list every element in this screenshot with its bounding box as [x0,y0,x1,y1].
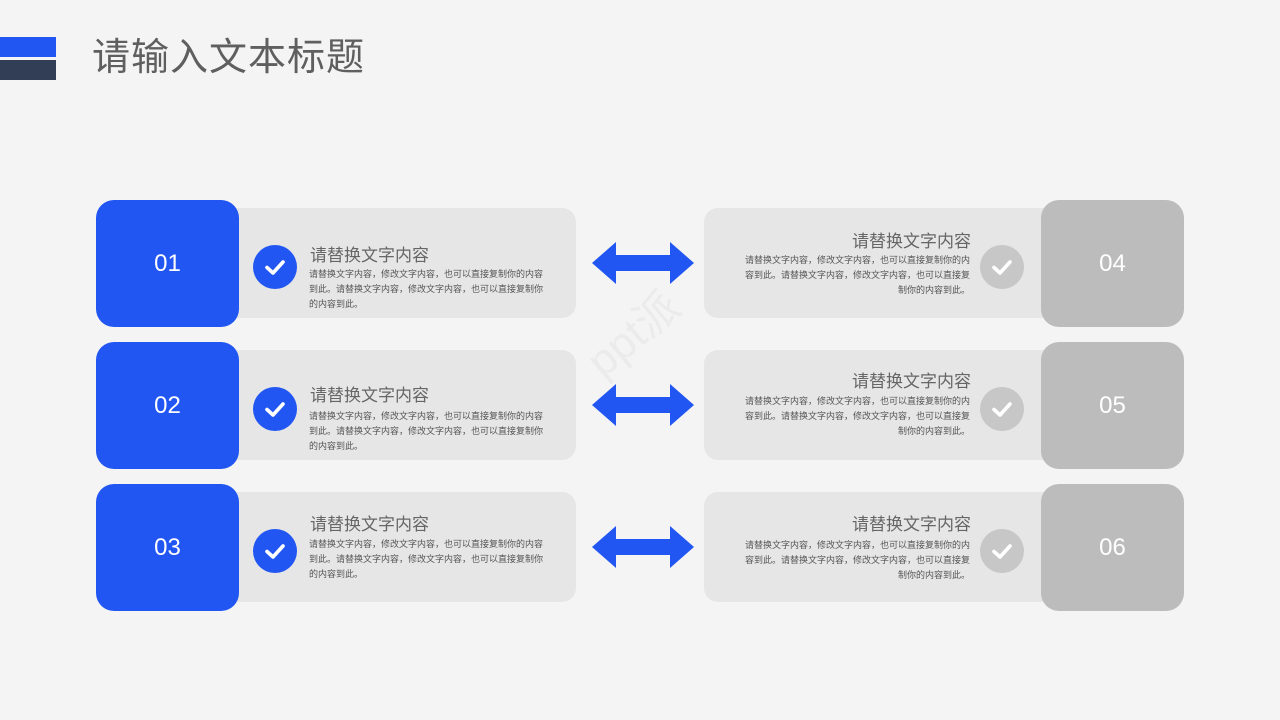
comparison-row-2: 02 请替换文字内容 请替换文字内容，修改文字内容，也可以直接复制你的内容到此。… [0,342,1280,470]
check-circle-icon [980,387,1024,431]
right-heading-4: 请替换文字内容 [852,232,971,252]
comparison-row-1: 01 请替换文字内容 请替换文字内容，修改文字内容，也可以直接复制你的内容到此。… [0,200,1280,328]
left-body-1: 请替换文字内容，修改文字内容，也可以直接复制你的内容到此。请替换文字内容，修改文… [309,270,544,310]
left-heading-2: 请替换文字内容 [310,386,429,406]
double-arrow-icon [592,526,694,568]
comparison-row-3: 03 请替换文字内容 请替换文字内容，修改文字内容，也可以直接复制你的内容到此。… [0,484,1280,612]
left-heading-3: 请替换文字内容 [310,515,429,535]
right-heading-6: 请替换文字内容 [852,515,971,535]
check-circle-icon [980,245,1024,289]
left-heading-1: 请替换文字内容 [310,246,429,266]
check-circle-icon [980,529,1024,573]
double-arrow-icon [592,384,694,426]
page-title: 请输入文本标题 [92,35,366,79]
right-number-box-4: 04 [1041,200,1184,327]
left-number-box-3: 03 [96,484,239,611]
right-number-box-6: 06 [1041,484,1184,611]
title-accent-bar-bottom [0,60,56,80]
right-heading-5: 请替换文字内容 [852,372,971,392]
double-arrow-icon [592,242,694,284]
left-number-box-1: 01 [96,200,239,327]
right-number-box-5: 05 [1041,342,1184,469]
left-body-2: 请替换文字内容，修改文字内容，也可以直接复制你的内容到此。请替换文字内容，修改文… [309,412,544,452]
check-circle-icon [253,529,297,573]
right-body-6: 请替换文字内容，修改文字内容，也可以直接复制你的内容到此。请替换文字内容，修改文… [744,541,970,581]
right-body-4: 请替换文字内容，修改文字内容，也可以直接复制你的内容到此。请替换文字内容，修改文… [744,256,970,296]
left-body-3: 请替换文字内容，修改文字内容，也可以直接复制你的内容到此。请替换文字内容，修改文… [309,540,544,580]
check-circle-icon [253,245,297,289]
check-circle-icon [253,387,297,431]
right-body-5: 请替换文字内容，修改文字内容，也可以直接复制你的内容到此。请替换文字内容，修改文… [744,397,970,437]
title-accent-bar-top [0,37,56,57]
left-number-box-2: 02 [96,342,239,469]
